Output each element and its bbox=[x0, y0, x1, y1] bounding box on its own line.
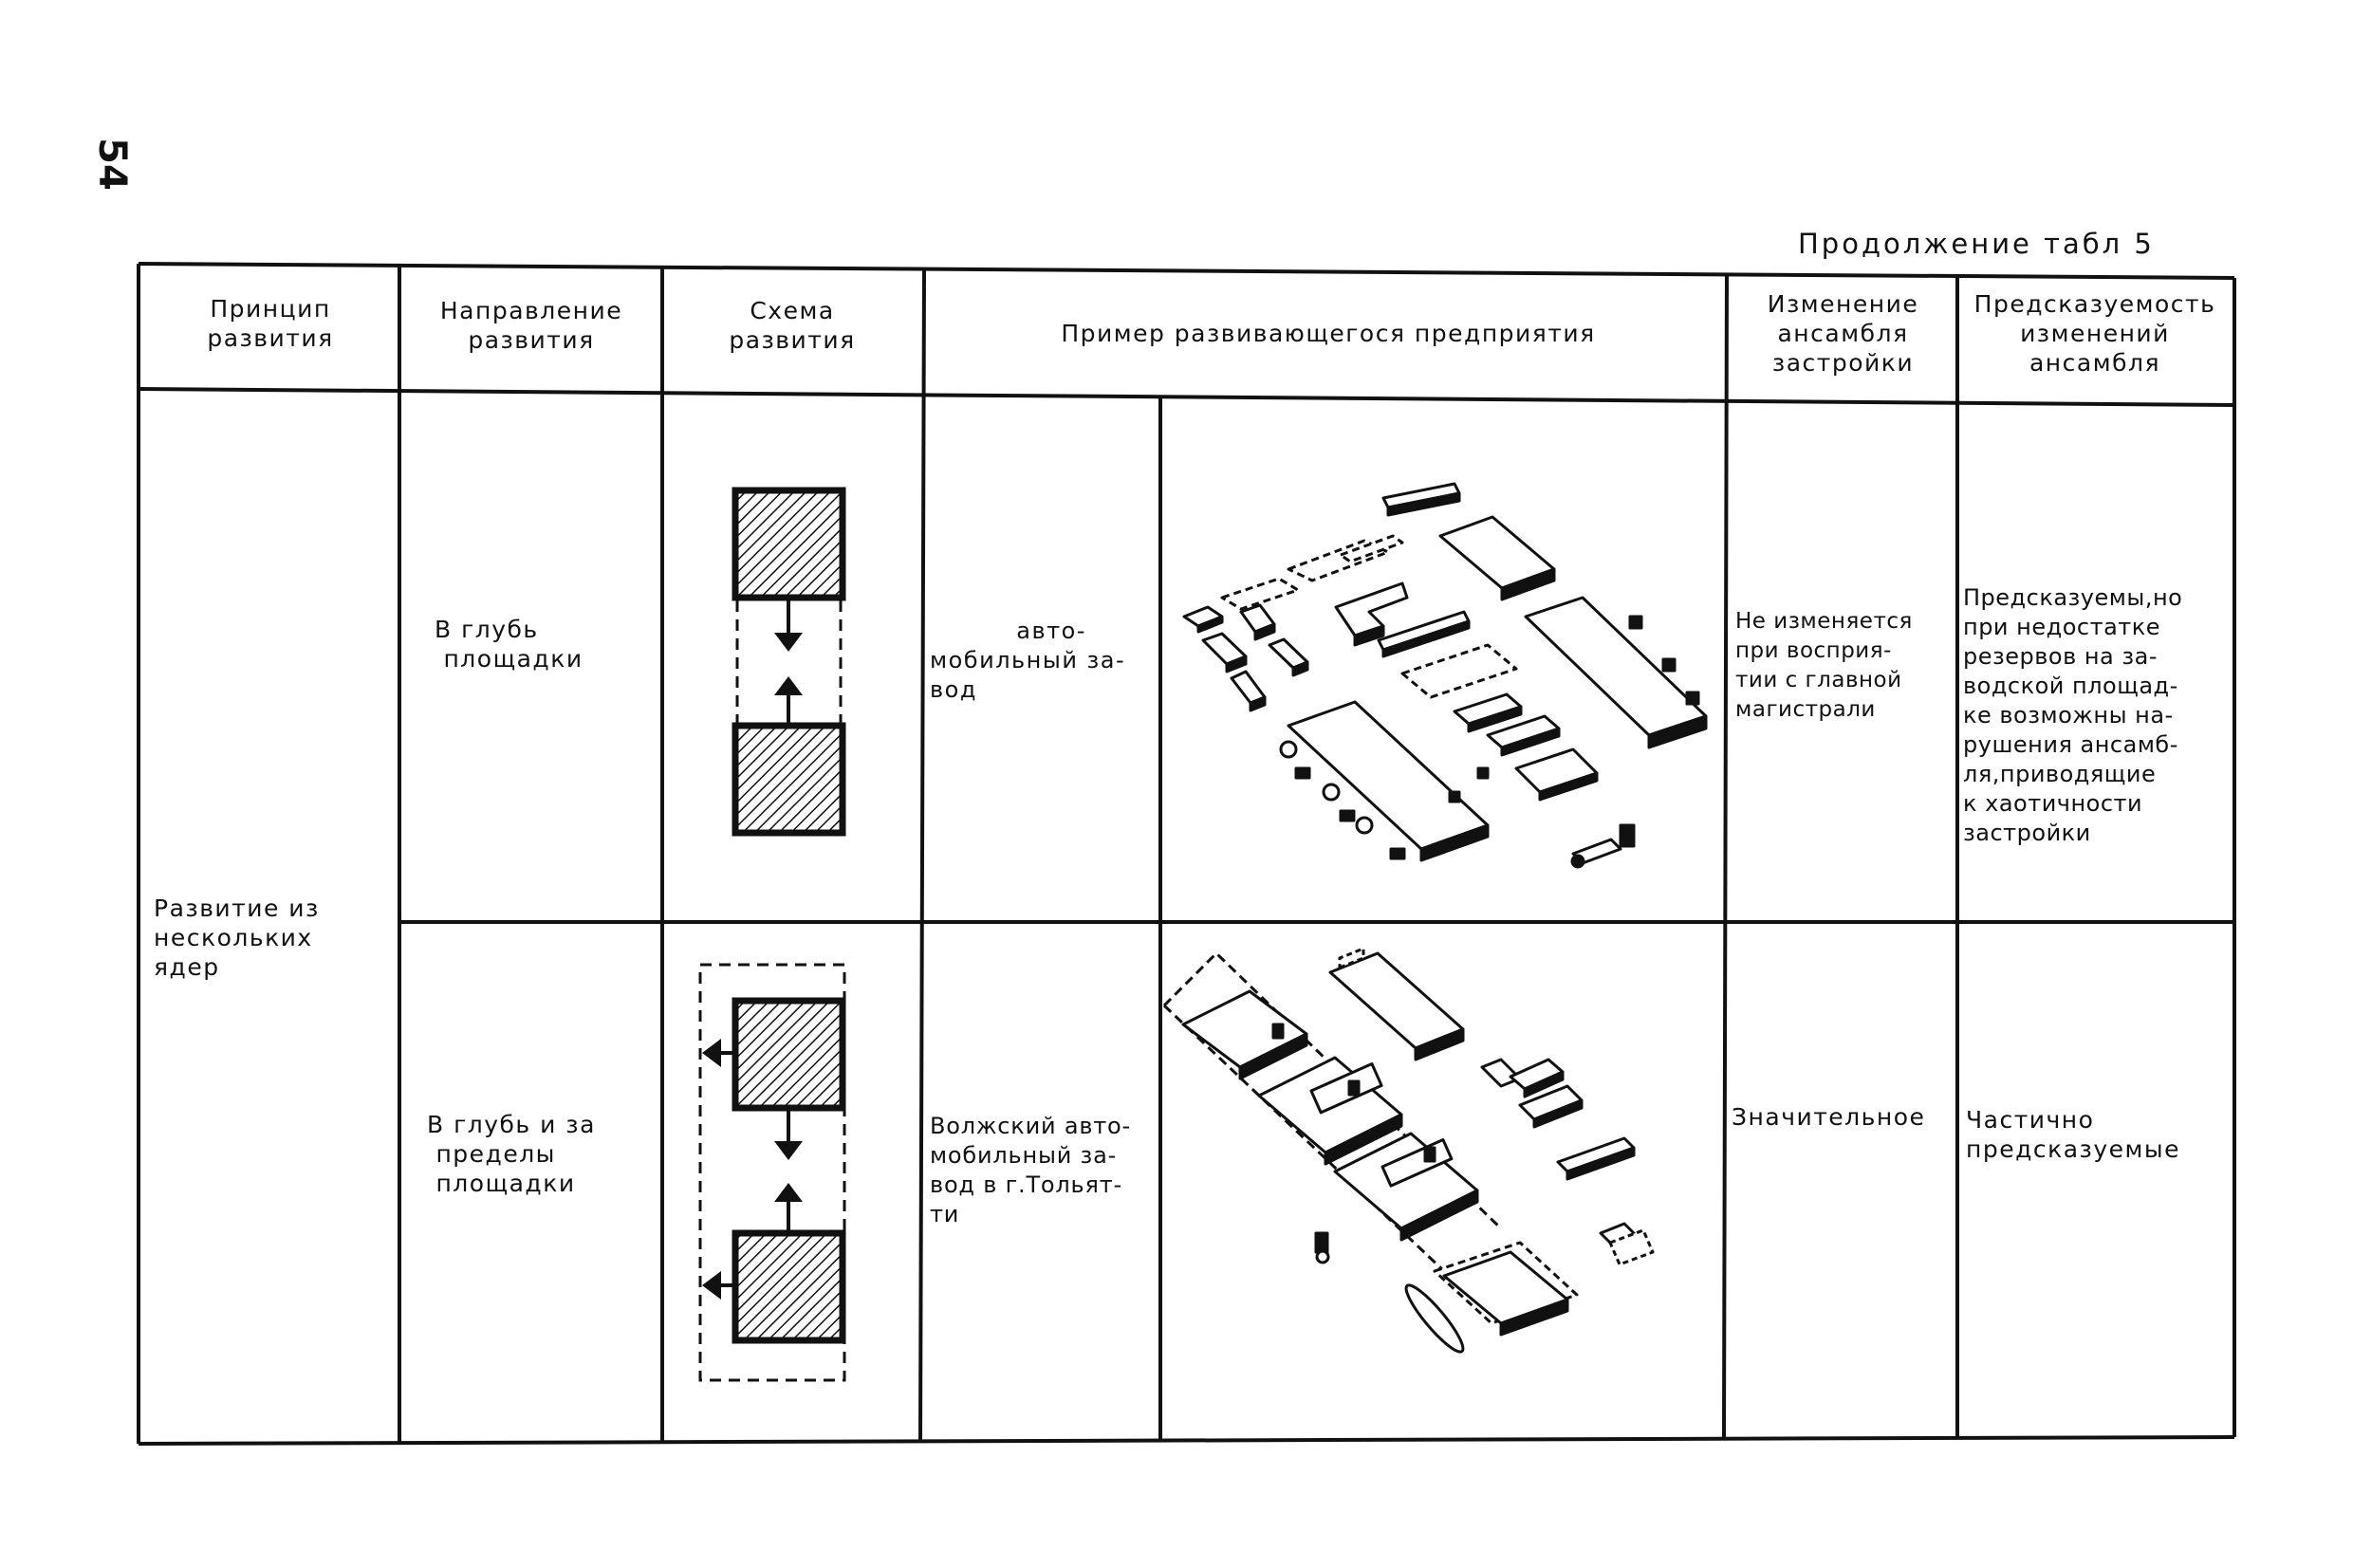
scheme-diagram-deep bbox=[732, 487, 846, 837]
header-scheme: Схема развития bbox=[729, 297, 856, 354]
row2-direction: В глубь и за пределы площадки bbox=[427, 1111, 596, 1197]
header-predictability: Предсказуемость изменений ансамбля bbox=[1973, 290, 2216, 377]
principle-value: Развитие из нескольких ядер bbox=[154, 895, 320, 981]
header-principle: Принцип развития bbox=[207, 295, 334, 352]
scheme-diagram-beyond bbox=[698, 963, 846, 1382]
row1-predictability: Предсказуемы,но при недостатке резервов … bbox=[1963, 584, 2183, 846]
row1-direction: В глубь площадки bbox=[435, 616, 584, 673]
row1-ensemble-change: Не изменяется при восприя- тии с главной… bbox=[1735, 609, 1913, 722]
row2-example-name: Волжский авто- мобильный за- вод в г.Тол… bbox=[930, 1113, 1132, 1227]
row2-predictability: Частично предсказуемые bbox=[1966, 1106, 2180, 1163]
row1-example-name: авто- мобильный за- вод bbox=[930, 618, 1126, 703]
row2-ensemble-change: Значительное bbox=[1732, 1103, 1926, 1131]
header-example: Пример развивающегося предприятия bbox=[1061, 320, 1596, 347]
plant-plan-isometric-2 bbox=[1162, 947, 1655, 1354]
table-continuation-label: Продолжение табл 5 bbox=[1798, 228, 2155, 260]
plant-plan-isometric-1 bbox=[1182, 482, 1708, 869]
header-direction: Направление развития bbox=[439, 297, 623, 354]
header-ensemble-change: Изменение ансамбля застройки bbox=[1767, 290, 1919, 377]
